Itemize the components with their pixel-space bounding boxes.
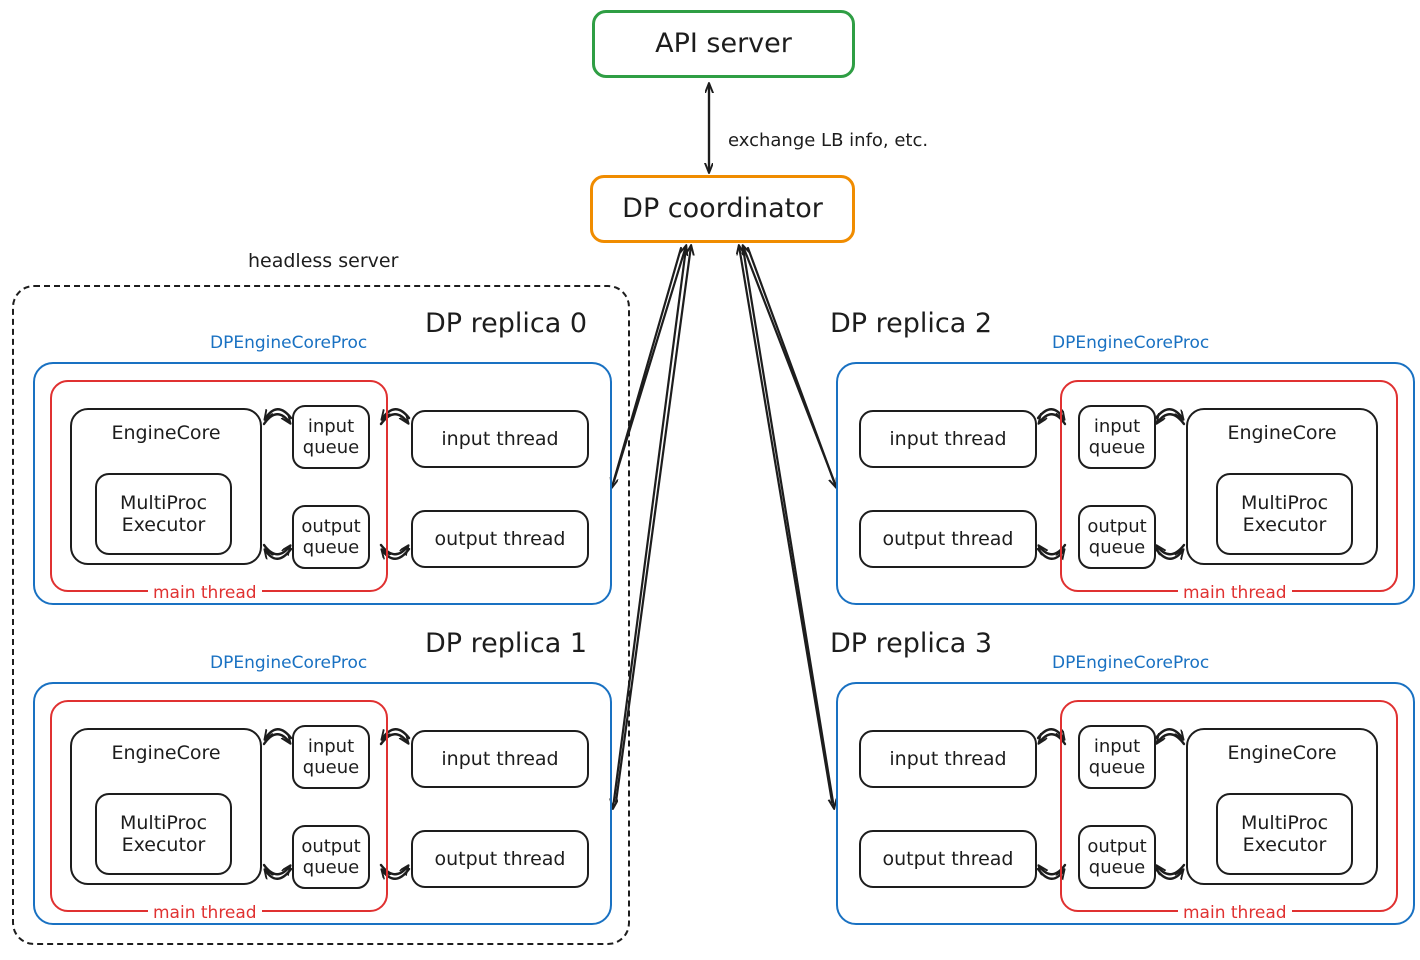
multiproc-executor-line1: MultiProc bbox=[119, 811, 208, 834]
engine-core-label: EngineCore bbox=[111, 742, 221, 764]
output-queue-line2: queue bbox=[1088, 857, 1146, 878]
output-queue-line1: output bbox=[301, 835, 361, 857]
dp-replica-2-multiproc-executor[interactable]: MultiProc Executor bbox=[1216, 473, 1353, 555]
dp-replica-0-input-queue[interactable]: input queue bbox=[292, 405, 370, 469]
dp-replica-2-input-thread[interactable]: input thread bbox=[859, 410, 1037, 468]
output-queue-line2: queue bbox=[1088, 537, 1146, 558]
input-queue-line2: queue bbox=[302, 757, 360, 778]
output-queue-line1: output bbox=[1087, 515, 1147, 537]
input-queue-line1: input bbox=[307, 735, 355, 757]
dp-replica-1-output-queue[interactable]: output queue bbox=[292, 825, 370, 889]
dp-replica-0-proc-tag: DPEngineCoreProc bbox=[210, 333, 368, 353]
dp-replica-0-input-thread[interactable]: input thread bbox=[411, 410, 589, 468]
dp-replica-0-output-thread[interactable]: output thread bbox=[411, 510, 589, 568]
dp-replica-2-engine-core[interactable]: EngineCore bbox=[1186, 408, 1378, 565]
headless-server-label: headless server bbox=[248, 250, 399, 272]
dp-replica-0-multiproc-executor[interactable]: MultiProc Executor bbox=[95, 473, 232, 555]
dp-replica-0-main-thread-label: main thread bbox=[148, 583, 262, 603]
engine-core-label: EngineCore bbox=[1227, 742, 1337, 764]
dp-replica-2-output-queue[interactable]: output queue bbox=[1078, 505, 1156, 569]
input-queue-line2: queue bbox=[1088, 437, 1146, 458]
api-server-node[interactable]: API server bbox=[592, 10, 855, 78]
dp-replica-1-main-thread-label: main thread bbox=[148, 903, 262, 923]
multiproc-executor-line1: MultiProc bbox=[119, 491, 208, 514]
headless-server-frame bbox=[12, 285, 630, 945]
multiproc-executor-line2: Executor bbox=[1242, 514, 1327, 536]
dp-replica-2-main-thread-label: main thread bbox=[1178, 583, 1292, 603]
dp-replica-0-engine-core[interactable]: EngineCore bbox=[70, 408, 262, 565]
dp-replica-1-input-thread[interactable]: input thread bbox=[411, 730, 589, 788]
dp-replica-2-input-queue[interactable]: input queue bbox=[1078, 405, 1156, 469]
output-queue-line1: output bbox=[1087, 835, 1147, 857]
dp-replica-2-output-thread[interactable]: output thread bbox=[859, 510, 1037, 568]
input-queue-line2: queue bbox=[302, 437, 360, 458]
dp-replica-0-output-queue[interactable]: output queue bbox=[292, 505, 370, 569]
dp-replica-0-title: DP replica 0 bbox=[425, 308, 588, 339]
dp-replica-3-engine-core[interactable]: EngineCore bbox=[1186, 728, 1378, 885]
dp-replica-3-output-queue[interactable]: output queue bbox=[1078, 825, 1156, 889]
dp-replica-3-input-queue[interactable]: input queue bbox=[1078, 725, 1156, 789]
input-queue-line1: input bbox=[307, 415, 355, 437]
output-queue-line2: queue bbox=[302, 537, 360, 558]
dp-replica-3-title: DP replica 3 bbox=[830, 628, 993, 659]
dp-replica-2-title: DP replica 2 bbox=[830, 308, 993, 339]
multiproc-executor-line1: MultiProc bbox=[1240, 811, 1329, 834]
output-queue-line1: output bbox=[301, 515, 361, 537]
coordinator-api-link-label: exchange LB info, etc. bbox=[728, 130, 929, 151]
multiproc-executor-line2: Executor bbox=[121, 834, 206, 856]
dp-replica-1-engine-core[interactable]: EngineCore bbox=[70, 728, 262, 885]
dp-replica-1-input-queue[interactable]: input queue bbox=[292, 725, 370, 789]
output-queue-line2: queue bbox=[302, 857, 360, 878]
dp-replica-1-multiproc-executor[interactable]: MultiProc Executor bbox=[95, 793, 232, 875]
multiproc-executor-line2: Executor bbox=[121, 514, 206, 536]
dp-replica-1-title: DP replica 1 bbox=[425, 628, 588, 659]
input-queue-line1: input bbox=[1093, 735, 1141, 757]
dp-replica-3-multiproc-executor[interactable]: MultiProc Executor bbox=[1216, 793, 1353, 875]
engine-core-label: EngineCore bbox=[1227, 422, 1337, 444]
dp-replica-2-proc-tag: DPEngineCoreProc bbox=[1052, 333, 1210, 353]
input-queue-line2: queue bbox=[1088, 757, 1146, 778]
multiproc-executor-line2: Executor bbox=[1242, 834, 1327, 856]
dp-replica-3-output-thread[interactable]: output thread bbox=[859, 830, 1037, 888]
dp-replica-3-proc-tag: DPEngineCoreProc bbox=[1052, 653, 1210, 673]
dp-coordinator-node[interactable]: DP coordinator bbox=[590, 175, 855, 243]
dp-replica-3-input-thread[interactable]: input thread bbox=[859, 730, 1037, 788]
dp-replica-3-main-thread-label: main thread bbox=[1178, 903, 1292, 923]
multiproc-executor-line1: MultiProc bbox=[1240, 491, 1329, 514]
dp-replica-1-output-thread[interactable]: output thread bbox=[411, 830, 589, 888]
engine-core-label: EngineCore bbox=[111, 422, 221, 444]
dp-replica-1-proc-tag: DPEngineCoreProc bbox=[210, 653, 368, 673]
input-queue-line1: input bbox=[1093, 415, 1141, 437]
